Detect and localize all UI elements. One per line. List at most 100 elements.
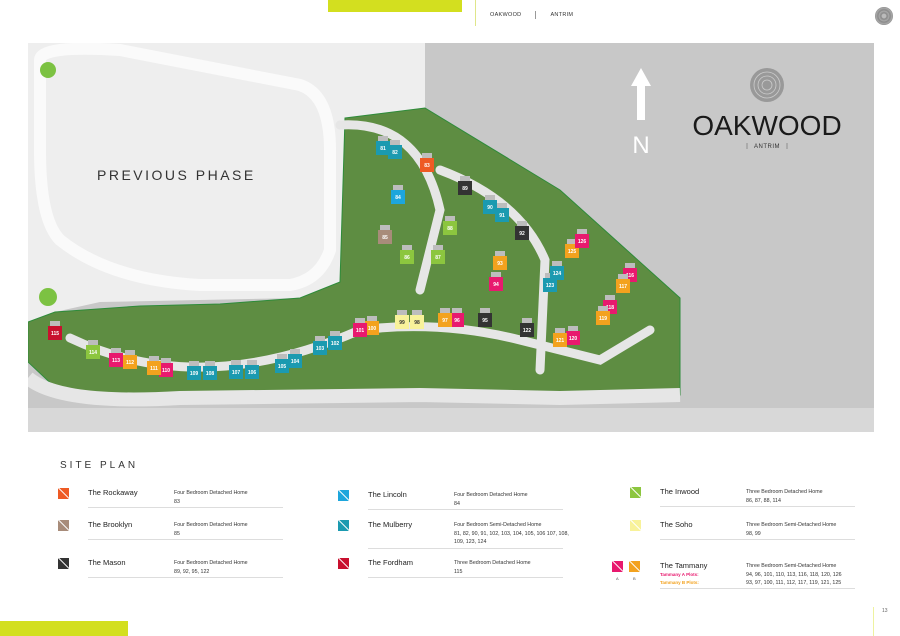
plot-house bbox=[123, 355, 137, 369]
plot-99[interactable]: 99 bbox=[395, 310, 409, 329]
tammany-b-plots: 93, 97, 100, 111, 112, 117, 119, 121, 12… bbox=[746, 580, 842, 586]
garage bbox=[330, 331, 340, 336]
divider bbox=[660, 539, 855, 540]
plot-107[interactable]: 107 bbox=[229, 360, 243, 379]
plot-house bbox=[483, 200, 497, 214]
garage bbox=[380, 225, 390, 230]
plot-112[interactable]: 112 bbox=[123, 350, 137, 369]
divider bbox=[873, 607, 874, 636]
logo-name: OAKWOOD bbox=[692, 110, 841, 141]
plot-122[interactable]: 122 bbox=[520, 318, 534, 337]
plot-100[interactable]: 100 bbox=[365, 316, 379, 335]
garage bbox=[422, 153, 432, 158]
garage bbox=[618, 274, 628, 279]
plot-126[interactable]: 126 bbox=[575, 229, 589, 248]
plot-119[interactable]: 119 bbox=[596, 306, 610, 325]
plot-92[interactable]: 92 bbox=[515, 221, 529, 240]
garage bbox=[393, 185, 403, 190]
plot-83[interactable]: 83 bbox=[420, 153, 434, 172]
plot-104[interactable]: 104 bbox=[288, 349, 302, 368]
plot-121[interactable]: 121 bbox=[553, 328, 567, 347]
plot-87[interactable]: 87 bbox=[431, 245, 445, 264]
plot-81[interactable]: 81 bbox=[376, 136, 390, 155]
plot-120[interactable]: 120 bbox=[566, 326, 580, 345]
garage bbox=[161, 358, 171, 363]
plot-98[interactable]: 98 bbox=[410, 310, 424, 329]
plot-82[interactable]: 82 bbox=[388, 140, 402, 159]
plot-93[interactable]: 93 bbox=[493, 251, 507, 270]
legend-plots: 81, 82, 90, 91, 102, 103, 104, 105, 106 … bbox=[454, 530, 569, 546]
plot-117[interactable]: 117 bbox=[616, 274, 630, 293]
plot-96[interactable]: 96 bbox=[450, 308, 464, 327]
garage bbox=[390, 140, 400, 145]
divider bbox=[88, 539, 283, 540]
plot-house bbox=[566, 331, 580, 345]
garage bbox=[88, 340, 98, 345]
plot-114[interactable]: 114 bbox=[86, 340, 100, 359]
plot-number: 95 bbox=[482, 318, 488, 324]
plot-85[interactable]: 85 bbox=[378, 225, 392, 244]
plot-number: 125 bbox=[568, 249, 577, 255]
plot-house bbox=[543, 278, 557, 292]
garage bbox=[205, 361, 215, 366]
legend-plots: 83 bbox=[174, 498, 180, 505]
legend-plots: 89, 92, 95, 122 bbox=[174, 568, 210, 575]
legend-plots: 98, 99 bbox=[746, 530, 761, 537]
plot-house bbox=[245, 365, 259, 379]
plot-113[interactable]: 113 bbox=[109, 348, 123, 367]
plot-103[interactable]: 103 bbox=[313, 336, 327, 355]
plot-house bbox=[431, 250, 445, 264]
legend-name: The Tammany bbox=[660, 561, 708, 570]
plot-91[interactable]: 91 bbox=[495, 203, 509, 222]
plot-95[interactable]: 95 bbox=[478, 308, 492, 327]
plot-105[interactable]: 105 bbox=[275, 354, 289, 373]
plot-110[interactable]: 110 bbox=[159, 358, 173, 377]
garage bbox=[552, 261, 562, 266]
previous-phase-road bbox=[34, 43, 336, 291]
plot-94[interactable]: 94 bbox=[489, 272, 503, 291]
plot-86[interactable]: 86 bbox=[400, 245, 414, 264]
mason-swatch-icon bbox=[58, 558, 69, 569]
garage bbox=[605, 295, 615, 300]
plot-number: 116 bbox=[626, 273, 634, 279]
legend-name: The Lincoln bbox=[368, 490, 407, 499]
plot-115[interactable]: 115 bbox=[48, 321, 62, 340]
legend-item-tammany: A B The Tammany Tammany A Plots: Tammany… bbox=[612, 561, 855, 591]
plot-108[interactable]: 108 bbox=[203, 361, 217, 380]
logo-location: ANTRIM bbox=[754, 144, 780, 150]
plot-109[interactable]: 109 bbox=[187, 361, 201, 380]
legend-desc-type: Four Bedroom Detached Home bbox=[454, 492, 528, 498]
plot-102[interactable]: 102 bbox=[328, 331, 342, 350]
plot-84[interactable]: 84 bbox=[391, 185, 405, 204]
garage bbox=[625, 263, 635, 268]
tammany-a-swatch-icon bbox=[612, 561, 623, 572]
garage bbox=[495, 251, 505, 256]
garage bbox=[355, 318, 365, 323]
garage bbox=[149, 356, 159, 361]
legend-desc-type: Four Bedroom Detached Home bbox=[174, 522, 248, 528]
plot-124[interactable]: 124 bbox=[550, 261, 564, 280]
garage bbox=[485, 195, 495, 200]
plot-house bbox=[395, 315, 409, 329]
plot-88[interactable]: 88 bbox=[443, 216, 457, 235]
plot-house bbox=[438, 313, 452, 327]
plot-101[interactable]: 101 bbox=[353, 318, 367, 337]
plot-97[interactable]: 97 bbox=[438, 308, 452, 327]
plot-number: 81 bbox=[380, 146, 386, 152]
garage bbox=[491, 272, 501, 277]
legend-desc-type: Four Bedroom Detached Home bbox=[174, 560, 248, 566]
plot-111[interactable]: 111 bbox=[147, 356, 161, 375]
legend-plots: 85 bbox=[174, 530, 180, 537]
plot-house bbox=[147, 361, 161, 375]
plot-89[interactable]: 89 bbox=[458, 176, 472, 195]
fordham-swatch-icon bbox=[338, 558, 349, 569]
plot-106[interactable]: 106 bbox=[245, 360, 259, 379]
plot-90[interactable]: 90 bbox=[483, 195, 497, 214]
garage bbox=[433, 245, 443, 250]
garage bbox=[497, 203, 507, 208]
tree-icon bbox=[39, 288, 57, 306]
